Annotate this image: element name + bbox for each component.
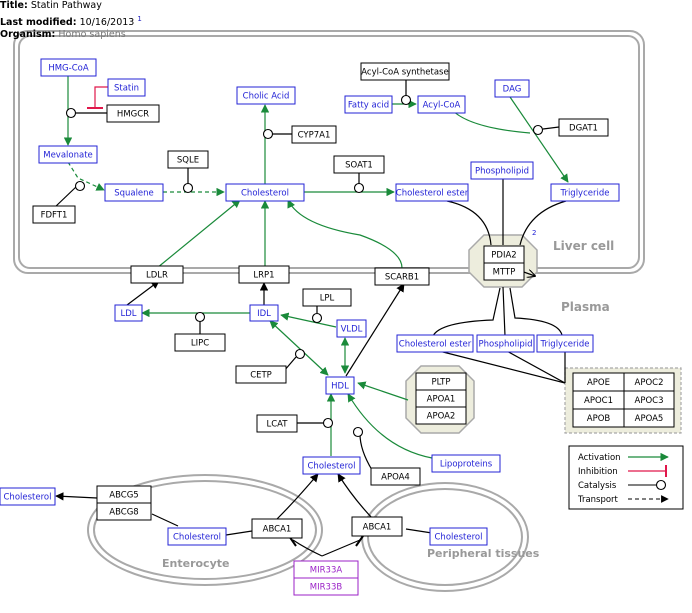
metabolite-cholesterol-plasma: Cholesterol — [308, 462, 356, 472]
gene-lipc: LIPC — [191, 339, 209, 349]
metabolite-triglyceride-plasma: Triglyceride — [540, 340, 590, 350]
metabolite-boxes — [0, 58, 620, 546]
gene-boxes — [32, 62, 675, 539]
gene-apoc3: APOC3 — [635, 396, 664, 406]
organism-row: Organism: Homo sapiens — [0, 29, 142, 42]
gene-apoa2: APOA2 — [427, 412, 456, 422]
metabolite-squalene: Squalene — [114, 189, 154, 199]
gene-acyl-coa-synthetase: Acyl-CoA synthetase — [361, 68, 448, 78]
legend: Activation Inhibition Catalysis Transpor… — [568, 445, 684, 510]
modified-ref-link[interactable]: 1 — [137, 14, 142, 23]
gene-apob: APOB — [587, 414, 611, 424]
metabolite-vldl: VLDL — [341, 325, 363, 335]
metabolite-ldl: LDL — [120, 309, 136, 319]
modified-row: Last modified: 10/16/2013 1 — [0, 13, 142, 30]
title-value: Statin Pathway — [30, 0, 102, 11]
metabolite-phospholipid-liver: Phospholipid — [475, 167, 529, 177]
organism-label: Organism: — [0, 29, 56, 41]
gene-cyp7a1: CYP7A1 — [298, 131, 331, 141]
gene-soat1: SOAT1 — [345, 161, 373, 171]
metabolite-acyl-coa: Acyl-CoA — [423, 101, 461, 111]
metabolite-hmg-coa: HMG-CoA — [48, 64, 89, 74]
gene-fdft1: FDFT1 — [41, 211, 68, 221]
title-label: Title: — [0, 0, 28, 11]
liver-cell-compartment — [13, 30, 645, 274]
gene-apoa1: APOA1 — [427, 395, 456, 405]
title-row: Title: Statin Pathway — [0, 0, 142, 13]
gene-hmgcr: HMGCR — [117, 110, 149, 120]
metabolite-labels: HMG-CoA Statin Mevalonate Squalene Chole… — [4, 64, 610, 543]
metabolite-cholesterol-liver: Cholesterol — [241, 189, 289, 199]
mirna-boxes — [293, 560, 359, 596]
gene-pltp: PLTP — [431, 378, 450, 388]
legend-inhibition-label: Inhibition — [578, 467, 618, 477]
plasma-label: Plasma — [561, 300, 610, 314]
gene-abca1-enterocyte: ABCA1 — [263, 525, 292, 535]
metabolite-phospholipid-plasma: Phospholipid — [478, 340, 532, 350]
citation-marker: 2 — [532, 229, 536, 237]
organism-value: Homo sapiens — [58, 29, 126, 41]
gene-apoa4: APOA4 — [381, 473, 410, 483]
gene-apoc1: APOC1 — [584, 396, 613, 406]
metabolite-statin: Statin — [114, 84, 139, 94]
gene-apoa5: APOA5 — [635, 414, 664, 424]
gene-lpl: LPL — [320, 294, 335, 304]
metabolite-hdl: HDL — [331, 382, 349, 392]
metabolite-dag: DAG — [503, 85, 522, 95]
modified-label: Last modified: — [0, 16, 77, 28]
legend-catalysis-label: Catalysis — [578, 481, 617, 491]
gene-apoc2: APOC2 — [635, 378, 664, 388]
gene-abca1-peripheral: ABCA1 — [363, 523, 392, 533]
metabolite-cholesterol-ester-liver: Cholesterol ester — [396, 189, 469, 199]
mirna-mir33b: MIR33B — [310, 583, 343, 593]
metabolite-fatty-acid: Fatty acid — [348, 101, 389, 111]
legend-transport-label: Transport — [577, 495, 619, 505]
catalysis-markers — [65, 94, 544, 438]
liver-cell-label: Liver cell — [553, 239, 614, 253]
gene-scarb1: SCARB1 — [385, 273, 419, 283]
metabolite-cholesterol-peripheral: Cholesterol — [435, 533, 483, 543]
interaction-edges — [53, 76, 569, 557]
gene-cetp: CETP — [250, 371, 272, 381]
metabolite-mevalonate: Mevalonate — [43, 151, 93, 161]
gene-pdia2: PDIA2 — [491, 251, 516, 261]
page-header: Title: Statin Pathway Last modified: 10/… — [0, 0, 142, 42]
enterocyte-compartment — [87, 474, 323, 586]
legend-activation-label: Activation — [578, 453, 621, 463]
gene-abcg8: ABCG8 — [109, 508, 138, 518]
metabolite-cholesterol-out: Cholesterol — [4, 493, 52, 503]
metabolite-idl: IDL — [257, 309, 271, 319]
mirna-mir33a: MIR33A — [310, 566, 343, 576]
gene-sqle: SQLE — [177, 156, 199, 166]
gene-labels: HMGCR FDFT1 SQLE CYP7A1 Acyl-CoA synthet… — [41, 68, 664, 535]
metabolite-lipoproteins: Lipoproteins — [440, 460, 493, 470]
modified-value: 10/16/2013 — [79, 16, 135, 28]
gene-abcg5: ABCG5 — [109, 491, 138, 501]
metabolite-cholesterol-enterocyte: Cholesterol — [173, 533, 221, 543]
gene-lrp1: LRP1 — [253, 271, 274, 281]
gene-lcat: LCAT — [266, 420, 288, 430]
enterocyte-label: Enterocyte — [162, 557, 229, 570]
gene-mttp: MTTP — [493, 268, 516, 278]
peripheral-tissues-label: Peripheral tissues — [427, 547, 540, 560]
gene-apoe: APOE — [587, 378, 610, 388]
gene-ldlr: LDLR — [146, 271, 168, 281]
metabolite-cholic-acid: Cholic Acid — [243, 92, 290, 102]
gene-dgat1: DGAT1 — [569, 124, 598, 134]
metabolite-cholesterol-ester-plasma: Cholesterol ester — [399, 340, 472, 350]
metabolite-triglyceride-liver: Triglyceride — [560, 189, 610, 199]
